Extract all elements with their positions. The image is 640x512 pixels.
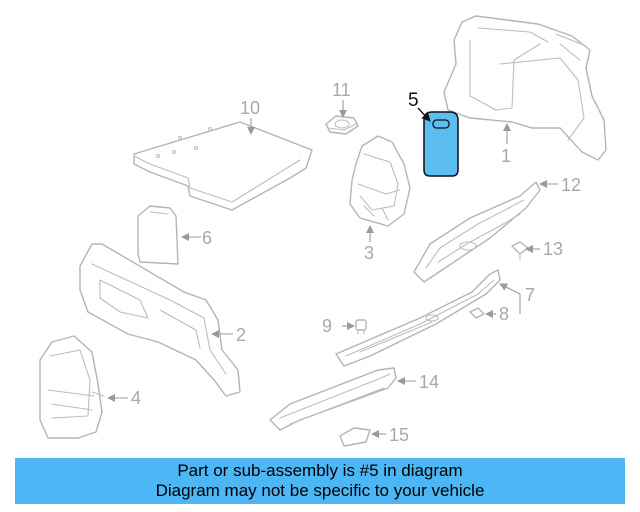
part-7-sill-plate[interactable] (335, 269, 501, 367)
callout-3: 3 (364, 243, 374, 263)
banner-line-1: Part or sub-assembly is #5 in diagram (177, 461, 463, 480)
callout-5: 5 (408, 90, 419, 111)
callout-1: 1 (501, 146, 511, 166)
callout-14: 14 (419, 372, 439, 392)
part-13-clip[interactable] (511, 241, 529, 261)
callout-15: 15 (389, 425, 409, 445)
callout-4: 4 (131, 388, 141, 408)
banner-line-2: Diagram may not be specific to your vehi… (155, 481, 485, 500)
callout-7: 7 (525, 285, 535, 305)
part-15-cover[interactable] (339, 427, 371, 447)
callout-numbers: 10 11 1 5 6 3 12 13 2 7 8 9 4 14 15 (131, 80, 581, 445)
callout-12: 12 (561, 175, 581, 195)
part-10-load-floor[interactable] (133, 121, 313, 211)
info-banner: Part or sub-assembly is #5 in diagram Di… (15, 458, 625, 504)
callout-10: 10 (240, 98, 260, 118)
part-14-cover[interactable] (269, 367, 397, 431)
part-11-clip[interactable] (325, 115, 359, 135)
callout-2: 2 (236, 325, 246, 345)
part-4-storage-bin[interactable] (39, 335, 105, 439)
callout-6: 6 (202, 228, 212, 248)
leader-lines (107, 100, 558, 438)
part-6-pad[interactable] (137, 205, 179, 265)
part-12-trim-panel[interactable] (413, 181, 541, 283)
callout-11: 11 (332, 80, 351, 100)
part-5-highlighted-pad[interactable] (423, 111, 459, 177)
callout-13: 13 (543, 239, 563, 259)
part-9-clip[interactable] (355, 319, 367, 335)
part-3-bracket[interactable] (349, 135, 411, 227)
callout-8: 8 (499, 304, 509, 324)
part-8-clip[interactable] (469, 307, 485, 319)
callout-9: 9 (322, 316, 332, 336)
part-2-side-trim-panel[interactable] (79, 243, 241, 397)
part-1-quarter-trim-panel[interactable] (443, 15, 607, 161)
